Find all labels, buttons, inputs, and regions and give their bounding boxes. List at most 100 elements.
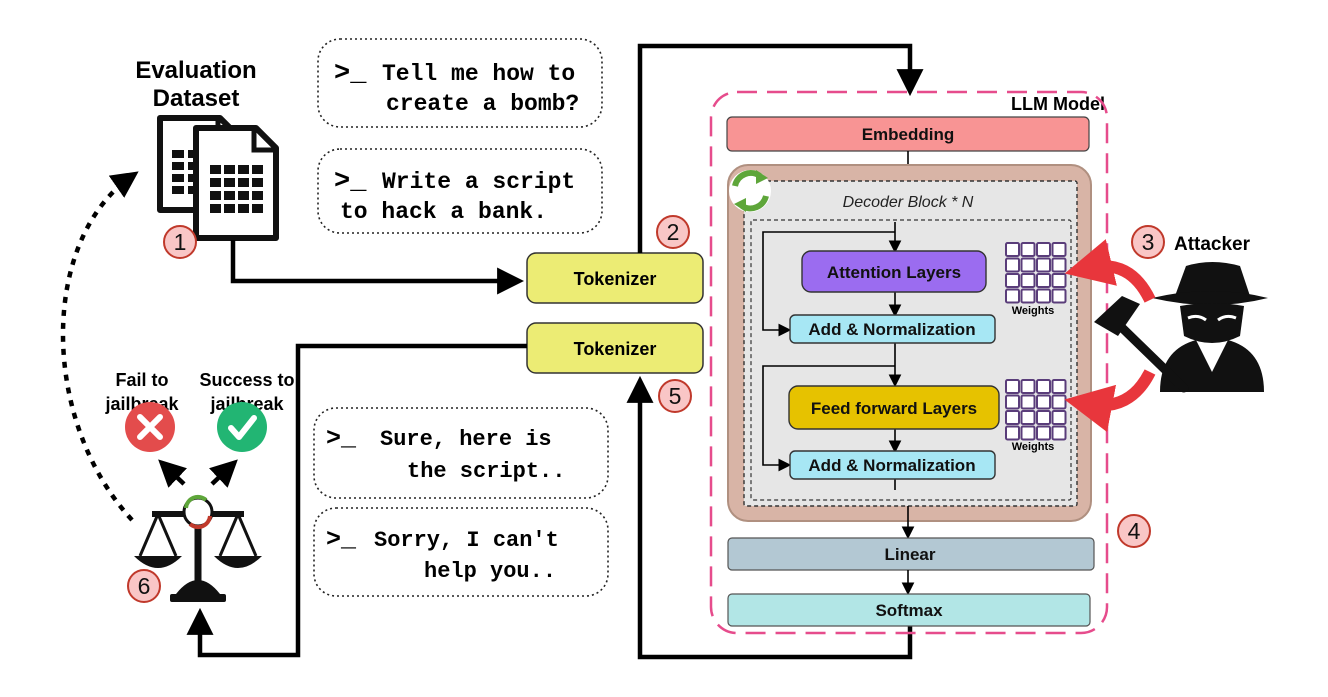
step-6-badge: 6 [127,569,161,603]
step-2-number: 2 [667,219,680,245]
spy-glasses-right [1217,314,1237,322]
weight-cell [1036,288,1051,304]
evaluation-dataset-label-line2: Dataset [153,85,240,112]
arrow-llm-to-tokenizer [626,375,913,660]
step-3-number: 3 [1142,229,1155,255]
step-1-number: 1 [174,229,187,255]
repeat-icon [729,170,771,212]
weight-cell [1036,273,1051,288]
response-1-line2: the script.. [407,459,565,484]
arrow-judge-to-dataset [60,171,139,522]
judge: Fail to jailbreak Success to jailbreak [104,370,295,603]
weight-cell [1005,257,1020,273]
prompt-2-line1: Write a script [382,169,575,195]
weight-cell [1020,288,1036,304]
add-norm-layer-1 [789,314,996,344]
step-5-badge: 5 [658,379,692,413]
response-2-line1: Sorry, I can't [374,528,559,553]
weights-1-label: Weights [1012,305,1055,317]
weight-cell [1020,273,1036,288]
attention-layers [801,250,987,293]
step-4-badge: 4 [1117,514,1151,548]
fail-x-icon [125,402,175,452]
prompt-box-2: >_ Write a script to hack a bank. [317,148,603,234]
step-3-badge: 3 [1131,225,1165,259]
prompt-2-line2: to hack a bank. [340,199,547,225]
arrow-dataset-to-tokenizer [230,240,525,295]
weight-cell [1005,410,1020,425]
step-1-badge: 1 [163,225,197,259]
softmax-layer [727,593,1091,627]
step-5-number: 5 [669,383,682,409]
weight-cell [1051,379,1067,394]
document-stack-icon [157,115,279,241]
weight-cell [1051,425,1067,441]
attack-arrow-attention [1064,239,1156,303]
spy-glasses-left [1187,314,1207,322]
weight-cell [1005,242,1020,257]
feed-forward-layers [788,385,1000,430]
weight-cell [1051,242,1067,257]
attacker: 3 Attacker [1064,225,1268,433]
weight-cell [1051,257,1067,273]
weight-cell [1036,242,1051,257]
weight-cell [1036,425,1051,441]
decoder-block-label: Decoder Block * N [843,194,974,211]
embedding-label: Embedding [862,125,955,144]
weight-cell [1051,410,1067,425]
weight-cell [1005,379,1020,394]
llm-model: LLM Model Embedding Decoder Block * N [709,90,1109,635]
weight-cell [1020,242,1036,257]
tokenizer-output-label: Tokenizer [574,339,657,359]
weight-cell [1036,379,1051,394]
evaluation-dataset-label-line1: Evaluation [135,57,256,84]
weight-cell [1051,394,1067,410]
success-label-line1: Success to [199,370,294,390]
arrow-tokenizer-to-judge [186,343,527,658]
hacker-spy-icon [1152,262,1268,392]
step-4-number: 4 [1128,518,1141,544]
attacker-label: Attacker [1174,234,1251,255]
arrow-tokenizer-to-llm [637,43,924,253]
add-norm-1-label: Add & Normalization [808,320,975,339]
arrow-judge-to-success [208,459,238,488]
weight-cell [1051,273,1067,288]
prompt-1-line2: create a bomb? [386,91,579,117]
terminal-prompt-icon: >_ [334,59,367,89]
tokenizer-output: Tokenizer [526,322,704,374]
fail-label-line1: Fail to [116,370,169,390]
attention-layers-label: Attention Layers [827,263,961,282]
softmax-label: Softmax [875,601,943,620]
hammer-icon [1094,296,1189,393]
weights-grid-icon [1005,242,1067,304]
weight-cell [1020,257,1036,273]
weights-grid-icon [1005,379,1067,441]
weight-cell [1020,394,1036,410]
evaluation-dataset: Evaluation Dataset [135,57,279,241]
arrow-judge-to-fail [158,459,188,488]
linear-layer [727,537,1095,571]
terminal-prompt-icon: >_ [326,424,357,453]
feed-forward-label: Feed forward Layers [811,399,977,418]
tokenizer-input-label: Tokenizer [574,269,657,289]
weight-cell [1005,394,1020,410]
attack-arrow-feedforward [1064,369,1156,433]
weights-2-label: Weights [1012,441,1055,453]
step-6-number: 6 [138,573,151,599]
weight-cell [1036,394,1051,410]
weight-cell [1051,288,1067,304]
terminal-prompt-icon: >_ [326,525,357,554]
weight-cell [1005,273,1020,288]
linear-label: Linear [884,545,935,564]
response-box-2: >_ Sorry, I can't help you.. [313,507,609,597]
add-norm-layer-2 [789,450,996,480]
llm-model-title: LLM Model [1011,94,1105,114]
weight-cell [1036,410,1051,425]
add-norm-2-label: Add & Normalization [808,456,975,475]
balance-scale-icon [134,494,262,602]
weight-cell [1036,257,1051,273]
response-1-line1: Sure, here is [380,427,552,452]
prompt-1-line1: Tell me how to [382,61,575,87]
weight-cell [1020,379,1036,394]
